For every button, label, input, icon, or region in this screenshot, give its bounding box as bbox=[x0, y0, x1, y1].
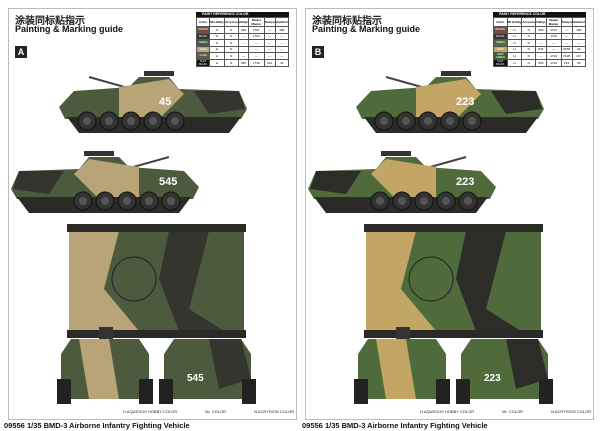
title-english: Painting & Marking guide bbox=[15, 24, 124, 34]
hull-number: 45 bbox=[159, 96, 171, 108]
scheme-label: A bbox=[15, 46, 27, 58]
tank-illustrations: 223 223 223 bbox=[308, 71, 553, 404]
footer-title-left: 09556 1/35 BMD-3 Airborne Infantry Fight… bbox=[4, 421, 190, 430]
painting-guide-panel-b: 涂装同标贴指示 Painting & Marking guide B PAINT… bbox=[305, 8, 594, 420]
hull-number-rear: 223 bbox=[484, 373, 501, 384]
title-chinese: 涂装同标贴指示 bbox=[312, 16, 382, 27]
tank-top-view bbox=[364, 224, 543, 338]
footer-title-right: 09556 1/35 BMD-3 Airborne Infantry Fight… bbox=[302, 421, 488, 430]
tank-front-view bbox=[354, 327, 450, 404]
tank-side-view-left bbox=[59, 71, 247, 133]
hull-number: 545 bbox=[159, 176, 177, 188]
hull-number: 223 bbox=[456, 176, 474, 188]
title-chinese: 涂装同标贴指示 bbox=[15, 16, 85, 27]
hull-number-rear: 545 bbox=[187, 373, 204, 384]
title-english: Painting & Marking guide bbox=[312, 24, 421, 34]
tank-side-view-right bbox=[11, 151, 199, 213]
tank-rear-view: 545 bbox=[159, 339, 256, 404]
tank-side-view-right bbox=[308, 151, 496, 213]
scheme-label: B bbox=[312, 46, 324, 58]
tank-front-view bbox=[57, 327, 153, 404]
painting-guide-panel-a: 涂装同标贴指示 Painting & Marking guide A PAINT… bbox=[8, 8, 297, 420]
tank-illustrations: 45 545 545 bbox=[11, 71, 256, 404]
tank-side-view-left bbox=[356, 71, 544, 133]
tank-rear-view: 223 bbox=[456, 339, 553, 404]
tank-top-view bbox=[67, 224, 246, 338]
hull-number: 223 bbox=[456, 96, 474, 108]
